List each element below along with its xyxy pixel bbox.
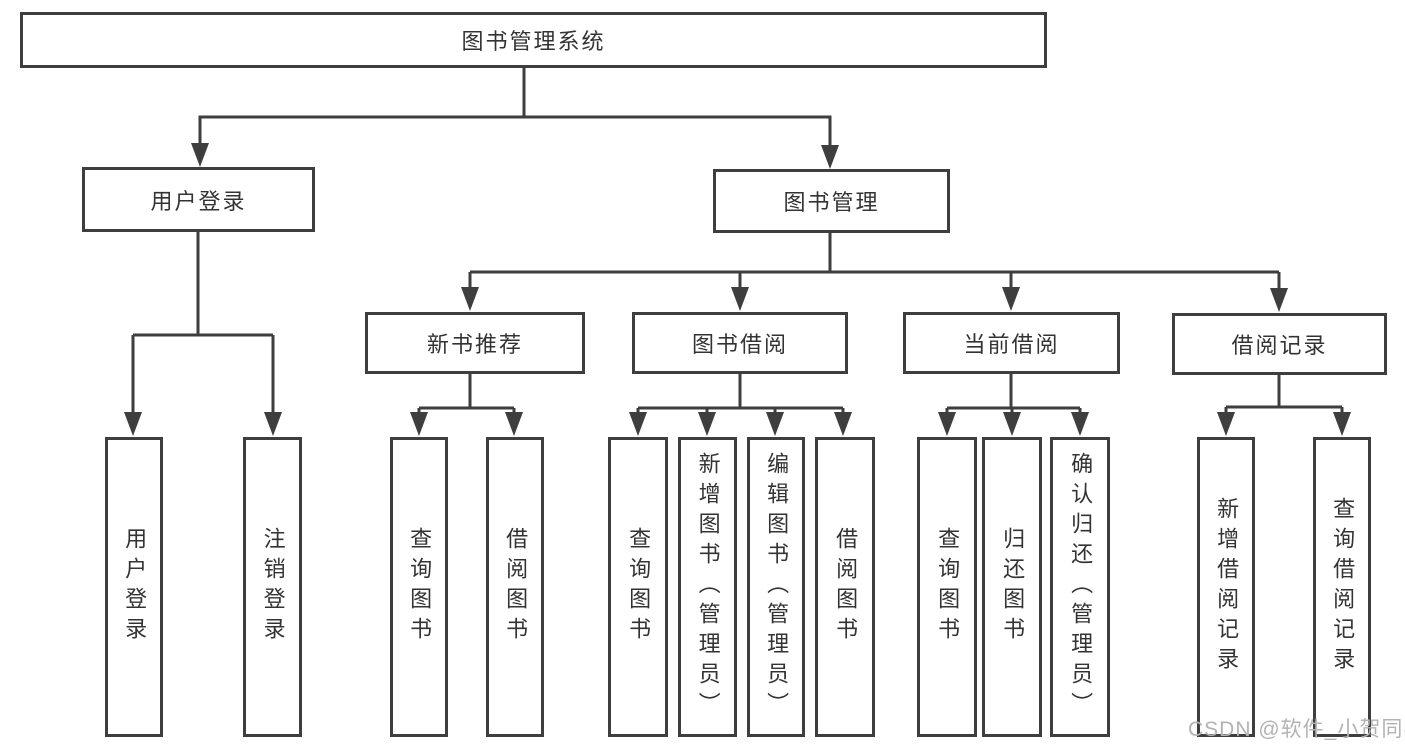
node-new-book-recommend: 新书推荐 xyxy=(365,312,585,374)
node-logout: 注销登录 xyxy=(243,437,302,737)
node-add-books-admin: 新增图书（管理员） xyxy=(678,437,737,737)
node-user-login: 用户登录 xyxy=(82,167,315,232)
node-recommend-query-books: 查询图书 xyxy=(390,437,448,737)
node-query-borrow-record: 查询借阅记录 xyxy=(1313,437,1371,737)
watermark: CSDN @软件_小贺同学 xyxy=(1188,718,1405,741)
node-user-login-label: 用户登录 xyxy=(150,188,247,214)
node-return-books: 归还图书 xyxy=(982,437,1042,737)
node-book-borrowing-label: 图书借阅 xyxy=(691,332,788,357)
node-edit-books-admin: 编辑图书（管理员） xyxy=(747,437,805,737)
node-current-borrowing: 当前借阅 xyxy=(903,312,1120,374)
node-borrowing-records: 借阅记录 xyxy=(1172,313,1387,375)
node-login: 用户登录 xyxy=(105,437,163,737)
node-book-borrowing: 图书借阅 xyxy=(632,312,848,374)
node-add-borrow-record: 新增借阅记录 xyxy=(1197,437,1255,737)
node-current-query-books: 查询图书 xyxy=(917,437,977,737)
node-root-label: 图书管理系统 xyxy=(461,29,606,54)
node-borrowing-borrow-books: 借阅图书 xyxy=(815,437,875,737)
node-book-management-label: 图书管理 xyxy=(783,190,880,215)
arrowheads xyxy=(124,143,1351,436)
node-book-management: 图书管理 xyxy=(713,169,950,233)
node-borrowing-query-books: 查询图书 xyxy=(608,437,668,737)
node-borrowing-records-label: 借阅记录 xyxy=(1231,333,1328,358)
node-new-book-recommend-label: 新书推荐 xyxy=(426,332,523,357)
node-confirm-return-admin: 确认归还（管理员） xyxy=(1050,437,1110,737)
node-recommend-borrow-books: 借阅图书 xyxy=(486,437,544,737)
node-root: 图书管理系统 xyxy=(20,12,1047,68)
node-current-borrowing-label: 当前借阅 xyxy=(963,332,1060,357)
